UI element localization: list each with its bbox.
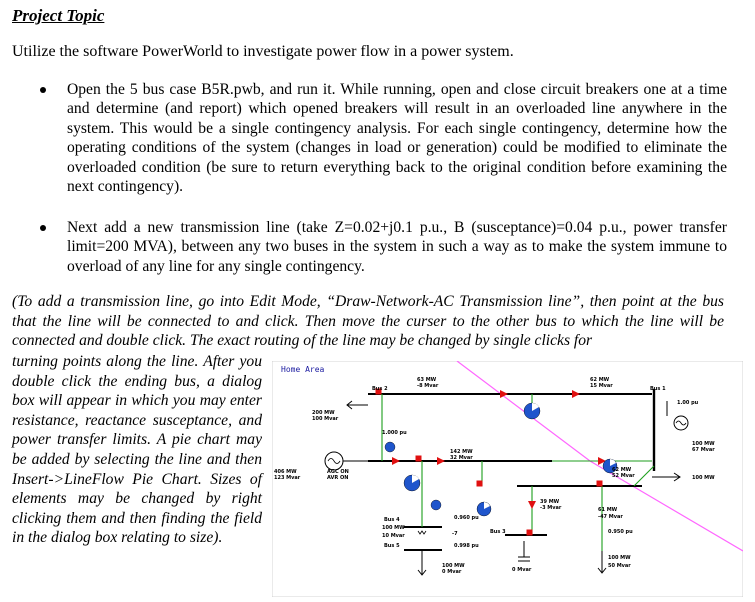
right-flow-mw: 61 MW	[598, 507, 618, 513]
line-flow-pie-chart[interactable]	[384, 441, 396, 453]
flow-right-mvar: 52 Mvar	[612, 473, 635, 479]
bus-4-label: Bus 4	[384, 517, 400, 523]
flow-arrow-icon	[572, 390, 580, 398]
right-flow-mvar: -47 Mvar	[598, 514, 623, 520]
bus-5-load-mw: 100 MW	[442, 563, 465, 569]
right-bus-pu: 0.950 pu	[608, 529, 633, 535]
bus-3-flow-mvar: -3 Mvar	[540, 505, 562, 511]
line-flow-pie-chart[interactable]	[430, 499, 442, 511]
bus-1-label: Bus 1	[650, 386, 666, 392]
bus-1-load-mw: 100 MW	[692, 441, 715, 447]
flow-right-mw: 62 MW	[612, 467, 632, 473]
note-paragraph-wide: (To add a transmission line, go into Edi…	[12, 293, 724, 350]
bus-3-flow-mw: 39 MW	[540, 499, 560, 505]
agc-status: AGC ON	[327, 469, 349, 475]
bullet-dot-icon	[40, 225, 46, 231]
line-flow-pie-chart[interactable]	[602, 458, 618, 474]
note-paragraph-narrow: turning points along the line. After you…	[12, 353, 262, 547]
bus-3-label: Bus 3	[490, 529, 506, 535]
home-area-label: Home Area	[281, 365, 325, 374]
intro-paragraph: Utilize the software PowerWorld to inves…	[12, 43, 514, 60]
flow-arrow-icon	[437, 457, 445, 465]
gen-left-mw: 406 MW	[274, 469, 297, 475]
flow-mid-mvar: 32 Mvar	[450, 455, 473, 461]
gen-right-mw: 62 MW	[590, 377, 610, 383]
load-top-mvar: -8 Mvar	[417, 383, 439, 389]
line-lower-bus1	[633, 465, 655, 487]
power-system-diagram: Home Area	[272, 361, 743, 597]
bus-1-load-mvar: 67 Mvar	[692, 447, 715, 453]
generator-wave-icon	[327, 458, 341, 464]
breaker-icon[interactable]	[526, 529, 533, 536]
generator-wave-icon	[675, 420, 687, 426]
bus-1-flow: 100 MW	[692, 475, 715, 481]
diagram-frame	[272, 361, 743, 597]
breaker-icon[interactable]	[415, 455, 422, 462]
right-load-mvar: 50 Mvar	[608, 563, 631, 569]
flow-arrow-icon	[500, 390, 508, 398]
breaker-icon[interactable]	[375, 388, 382, 395]
bus-5-label: Bus 5	[384, 543, 400, 549]
flow-arrow-icon	[528, 501, 536, 509]
breaker-icon[interactable]	[596, 480, 603, 487]
bus-2-pu: 1.000 pu	[382, 430, 407, 436]
capacitor-mvar: 0 Mvar	[512, 567, 532, 573]
load-arrow-icon	[597, 567, 607, 574]
project-topic-title: Project Topic	[12, 6, 105, 25]
load-top-mw: 63 MW	[417, 377, 437, 383]
load-arrow-icon	[346, 400, 353, 410]
breaker-icon[interactable]	[476, 480, 483, 487]
bus-2-label: Bus 2	[372, 386, 388, 392]
bus-4-pu: 0.960 pu	[454, 515, 479, 521]
transformer-icon	[417, 530, 427, 535]
right-load-mw: 100 MW	[608, 555, 631, 561]
bullet-dot-icon	[40, 87, 46, 93]
flow-arrow-icon	[598, 457, 606, 465]
line-flow-pie-chart[interactable]	[523, 402, 541, 420]
bus-4-load-mvar: 10 Mvar	[382, 533, 405, 539]
bus-1-pu: 1.00 pu	[677, 400, 699, 406]
line-flow-pie-chart[interactable]	[403, 474, 421, 492]
bullet-text-1: Open the 5 bus case B5R.pwb, and run it.…	[67, 81, 727, 196]
bus-5-pu: 0.998 pu	[454, 543, 479, 549]
load-arrow-icon	[417, 569, 427, 576]
bus-2-load-mw: 200 MW	[312, 410, 335, 416]
bus-4-load-mw: 100 MW	[382, 525, 405, 531]
line-flow-pie-chart[interactable]	[476, 501, 492, 517]
flow-arrow-icon	[392, 457, 400, 465]
gen-left-mvar: 123 Mvar	[274, 475, 301, 481]
tap-value: -7	[452, 531, 458, 537]
bullet-text-2: Next add a new transmission line (take Z…	[67, 219, 727, 275]
bus-5-load-mvar: 0 Mvar	[442, 569, 462, 575]
load-arrow-icon	[673, 472, 681, 482]
bus-2-load-mvar: 100 Mvar	[312, 416, 339, 422]
flow-mid-mw: 142 MW	[450, 449, 473, 455]
gen-right-mvar: 15 Mvar	[590, 383, 613, 389]
avr-status: AVR ON	[327, 475, 348, 481]
